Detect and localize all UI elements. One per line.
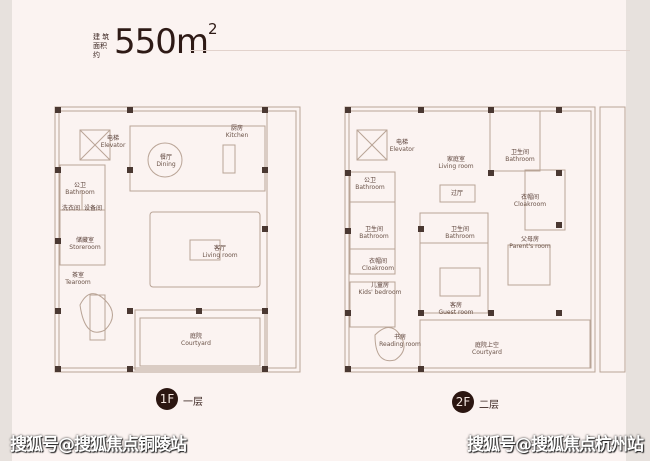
room-name-cn: 茶室 — [71, 272, 85, 279]
room-name-en: Parent's room — [509, 243, 551, 250]
floor2-pillars — [345, 107, 562, 372]
room-name-en: Bathroom — [65, 189, 95, 196]
area-caption-line1: 建 筑 — [93, 33, 110, 41]
room-name-cn: 父母房 — [520, 236, 540, 243]
room-label-hall: 过厅 — [451, 190, 463, 197]
room-name-cn: 家庭室 — [446, 156, 465, 163]
room-name-en: Bathroom — [505, 156, 535, 163]
floor1-badge: 1F — [156, 388, 178, 410]
room-name-en: Elevator — [389, 146, 415, 153]
room-name-cn: 洗衣间 — [61, 205, 81, 212]
room-name-cn: 书房 — [393, 334, 407, 341]
room-label-utility: 设备间 — [84, 205, 102, 212]
room-name-en: Kids' bedroom — [358, 289, 402, 296]
room-name-en: Elevator — [100, 142, 126, 149]
area-caption-line2: 面积约 — [93, 42, 107, 59]
room-label-laundry: 洗衣间 — [62, 205, 80, 212]
room-name-en: Storeroom — [69, 244, 101, 251]
room-name-en: Kitchen — [225, 132, 249, 139]
room-name-en: Cloakroom — [513, 201, 547, 208]
floor2-title: 二层 — [479, 400, 499, 411]
room-name-en: Guest room — [438, 309, 474, 316]
header-divider — [190, 50, 630, 51]
room-name-en: Bathroom — [359, 233, 389, 240]
area-number: 550m — [114, 22, 209, 62]
room-name-cn: 庭院 — [189, 333, 203, 340]
room-name-cn: 公卫 — [73, 182, 87, 189]
floor2-badge: 2F — [452, 391, 474, 413]
area-value: 550m2 — [114, 20, 218, 62]
room-name-en: Living room — [202, 252, 238, 259]
room-name-cn: 卫生间 — [364, 226, 384, 233]
floor1-pillars — [55, 107, 268, 372]
room-name-en: Courtyard — [181, 340, 211, 347]
room-name-en: Bathroom — [355, 184, 385, 191]
room-name-en: Dining — [156, 161, 176, 168]
room-name-en: Reading room — [379, 341, 421, 348]
room-name-cn: 电梯 — [106, 135, 119, 142]
watermark-left: 搜狐号@搜狐焦点铜陵站 — [10, 435, 187, 455]
floor2-walls — [344, 106, 626, 373]
room-name-cn: 储藏室 — [75, 237, 95, 244]
room-name-cn: 客厅 — [213, 245, 226, 252]
room-name-en: Cloakroom — [361, 265, 395, 272]
room-name-en: Bathroom — [445, 233, 475, 240]
room-name-cn: 儿童房 — [370, 282, 389, 289]
room-name-cn: 庭院上空 — [474, 342, 500, 349]
floor1-title: 一层 — [183, 397, 203, 408]
room-name-cn: 卫生间 — [450, 226, 470, 233]
room-name-cn: 餐厅 — [159, 154, 172, 161]
floorplan-card — [12, 0, 626, 461]
room-name-cn: 设备间 — [83, 205, 103, 212]
room-name-cn: 过厅 — [450, 190, 464, 197]
room-name-cn: 厨房 — [230, 125, 243, 132]
area-unit-sup: 2 — [208, 20, 217, 38]
area-caption: 建 筑 面积约 — [93, 33, 113, 60]
room-name-cn: 电梯 — [395, 139, 408, 146]
room-name-cn: 公卫 — [363, 177, 377, 184]
room-name-cn: 衣帽间 — [368, 258, 388, 265]
room-name-cn: 衣帽间 — [520, 194, 540, 201]
room-name-cn: 客房 — [449, 302, 462, 309]
floor1-walls — [54, 106, 301, 373]
room-name-en: Tearoom — [65, 279, 91, 286]
watermark-right: 搜狐号@搜狐焦点杭州站 — [467, 435, 644, 455]
room-name-cn: 卫生间 — [510, 149, 530, 156]
room-name-en: Courtyard — [472, 349, 502, 356]
room-name-en: Living room — [438, 163, 474, 170]
